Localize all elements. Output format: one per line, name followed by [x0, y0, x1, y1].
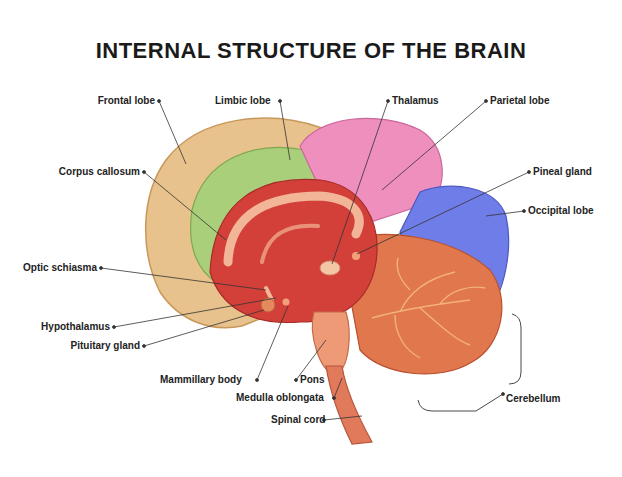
part-label: Limbic lobe	[215, 95, 271, 107]
part-label: Cerebellum	[506, 393, 560, 405]
part-label: Mammillary body	[160, 374, 242, 386]
part-label: Frontal lobe	[98, 95, 155, 107]
part-label: Corpus callosum	[59, 166, 140, 178]
part-label: Pituitary gland	[71, 340, 140, 352]
part-label: Optic schiasma	[23, 262, 97, 274]
part-label: Hypothalamus	[41, 321, 110, 333]
part-label: Parietal lobe	[490, 95, 549, 107]
part-label: Pons	[300, 374, 324, 386]
part-label: Medulla oblongata	[236, 392, 324, 404]
part-label: Occipital lobe	[528, 205, 594, 217]
part-label: Spinal cord	[271, 414, 325, 426]
diagram-title: INTERNAL STRUCTURE OF THE BRAIN	[0, 38, 622, 64]
part-label: Thalamus	[392, 95, 439, 107]
part-label: Pineal gland	[533, 166, 592, 178]
